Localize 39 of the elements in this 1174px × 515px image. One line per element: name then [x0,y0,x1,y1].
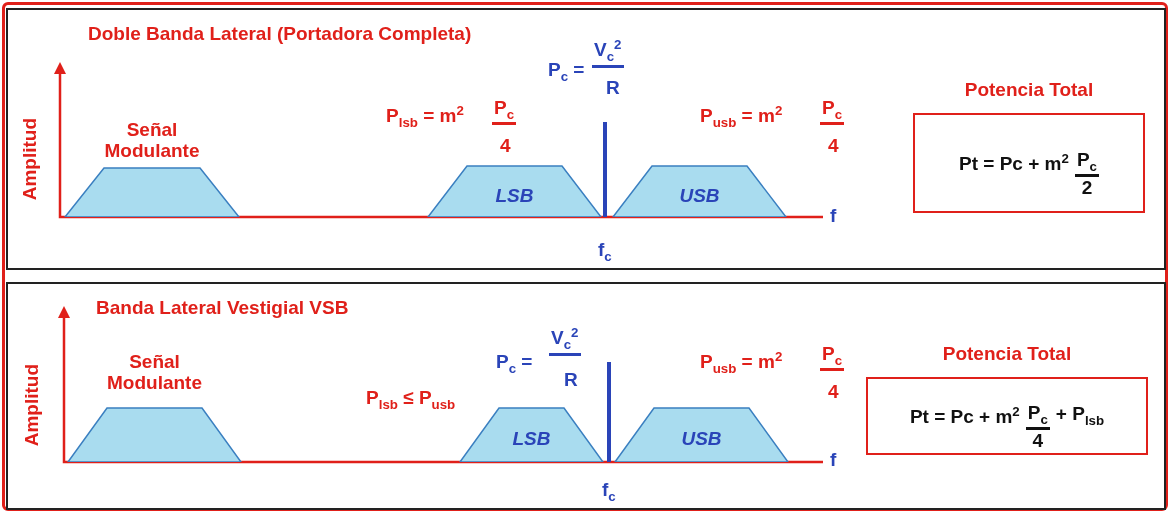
fraction-denominator: 4 [828,136,839,157]
fraction-numerator: P$_{c}$ [1025,402,1050,430]
formula-text: Pt = Pc + m$^{2}$ [959,150,1069,176]
panel [6,8,1166,270]
band-label: LSB [511,429,552,450]
heading: Potencia Total [963,80,1095,101]
band-label: LSB [494,185,535,207]
formula-text: P$_{c}$ = [548,60,585,85]
formula-text: + P$_{lsb}$ [1055,403,1105,429]
formula-text: P$_{usb}$ = m$^{2}$ [700,104,783,131]
formula-text: P$_{usb}$ = m$^{2}$ [700,350,783,377]
panel-title: Doble Banda Lateral (Portadora Completa) [88,24,472,45]
fraction-numerator: P$_{c}$ [820,344,845,372]
fraction-denominator: 4 [828,382,839,403]
band-label: USB [678,185,721,207]
panel [6,282,1166,510]
band-label: USB [680,429,723,450]
fraction-denominator: 4 [1032,429,1044,452]
fraction-numerator: P$_{c}$ [820,98,845,126]
band-label: Señal Modulante [103,120,201,162]
fraction-denominator: 4 [500,136,511,157]
fraction-denominator: R [606,78,620,99]
axis-label: Amplitud [22,364,43,447]
panel-title: Banda Lateral Vestigial VSB [96,298,349,319]
formula-text: P$_{c}$ = [496,352,533,377]
formula-text: P$_{lsb}$ = m$^{2}$ [386,104,464,131]
heading: Potencia Total [941,344,1073,365]
fraction-denominator: 2 [1081,176,1093,199]
formula-text: Pt = Pc + m$^{2}$ [909,403,1020,429]
fraction-numerator: P$_{c}$ [1074,149,1099,177]
fraction-denominator: R [564,370,578,391]
fraction-numerator: P$_{c}$ [492,98,517,126]
axis-label: f$_{c}$ [598,240,612,265]
axis-label: Amplitud [20,118,41,201]
band-label: Señal Modulante [106,352,203,394]
formula-text: P$_{lsb}$ ≤ P$_{usb}$ [366,388,456,413]
axis-label: f [830,450,837,471]
axis-label: f [830,206,837,227]
axis-label: f$_{c}$ [602,480,616,505]
